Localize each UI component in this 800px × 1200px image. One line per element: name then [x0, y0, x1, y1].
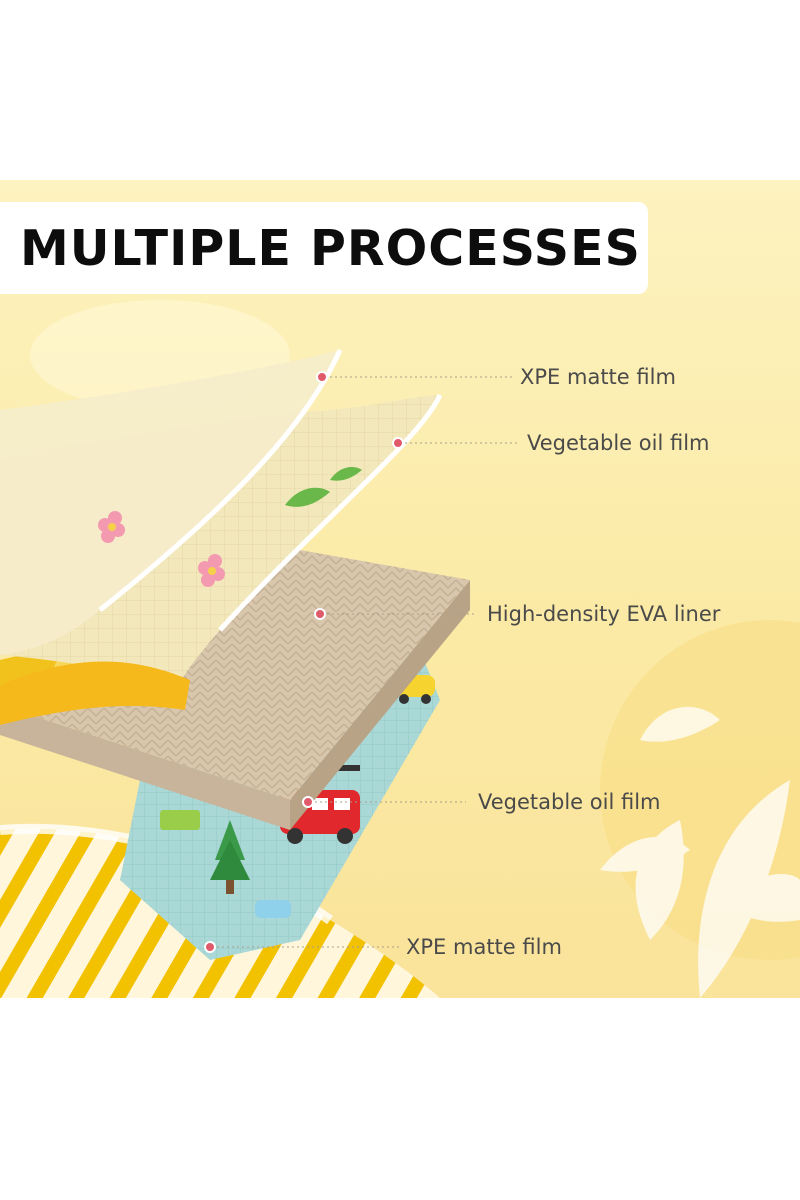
flower-icon: [98, 511, 125, 543]
eva-liner-front: [290, 580, 470, 830]
layer-label-vegetable-oil-bottom: Vegetable oil film: [478, 790, 661, 814]
layer-label-xpe-top: XPE matte film: [520, 365, 676, 389]
layer-label-vegetable-oil-top: Vegetable oil film: [527, 431, 710, 455]
leaf-icon: [285, 487, 330, 507]
flower-icon: [198, 554, 225, 587]
marker-dots: [204, 371, 404, 953]
eva-liner-side: [0, 705, 290, 830]
product-panel: MULTIPLE PROCESSES XPE matte film Vegeta…: [0, 180, 800, 998]
page-title: MULTIPLE PROCESSES: [20, 220, 641, 277]
mat-layers-illustration: [0, 300, 800, 998]
layer-label-eva-liner: High-density EVA liner: [487, 602, 721, 626]
xpe-film-top: [0, 350, 340, 655]
leaf-icon: [330, 467, 362, 481]
printed-cartoon-edge: [0, 661, 190, 725]
layer-markers: [212, 376, 518, 948]
leaf-decoration: [600, 706, 800, 998]
layer-label-xpe-bottom: XPE matte film: [406, 935, 562, 959]
title-banner: MULTIPLE PROCESSES: [0, 202, 648, 294]
